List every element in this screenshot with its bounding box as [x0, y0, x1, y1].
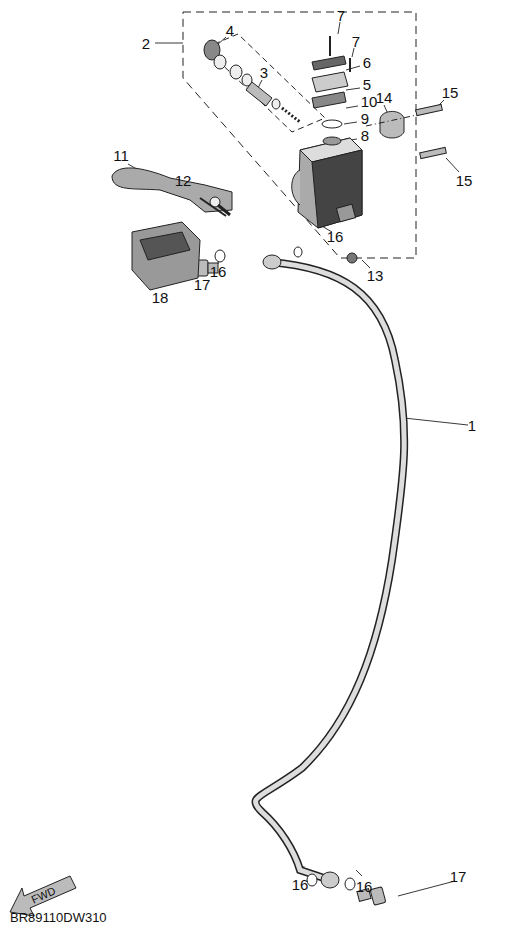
- callout-number: 16: [210, 264, 227, 279]
- callout-number: 14: [376, 90, 393, 105]
- banjo-fitting: [321, 872, 339, 888]
- banjo-fitting: [263, 255, 281, 269]
- callout-number: 5: [363, 77, 371, 92]
- piston-set: [204, 40, 300, 122]
- callout-number: 4: [226, 23, 234, 38]
- callout-number: 10: [361, 94, 378, 109]
- callout-number: 16: [327, 229, 344, 244]
- brake-lever: [112, 168, 232, 216]
- union-bolts: [196, 260, 386, 905]
- callout-number: 8: [361, 128, 369, 143]
- assembly-bracket: [183, 12, 416, 258]
- callout-number: 16: [292, 877, 309, 892]
- callout-number: 15: [442, 85, 459, 100]
- brake-hose: [255, 262, 404, 880]
- callout-number: 18: [152, 290, 169, 305]
- callout-number: 6: [363, 55, 371, 70]
- callout-number: 3: [260, 65, 268, 80]
- callout-number: 12: [175, 173, 192, 188]
- callout-number: 1: [468, 418, 476, 433]
- reservoir-parts: [312, 36, 350, 145]
- holder-clamp: [366, 104, 446, 158]
- master-cylinder: [292, 138, 362, 263]
- callout-number: 15: [456, 173, 473, 188]
- callout-number: 7: [352, 34, 360, 49]
- callout-number: 2: [142, 36, 150, 51]
- callout-number: 13: [367, 268, 384, 283]
- callout-number: 17: [450, 869, 467, 884]
- subassembly-bracket: [205, 34, 325, 132]
- callout-number: 17: [194, 277, 211, 292]
- drawing-code: BR89110DW310: [10, 911, 107, 924]
- callout-number: 11: [113, 148, 129, 163]
- callout-number: 9: [361, 111, 369, 126]
- washers: [215, 247, 355, 890]
- leader-lines: [128, 22, 468, 896]
- brake-switch: [132, 222, 200, 290]
- callout-number: 16: [356, 879, 373, 894]
- callout-number: 7: [337, 8, 345, 23]
